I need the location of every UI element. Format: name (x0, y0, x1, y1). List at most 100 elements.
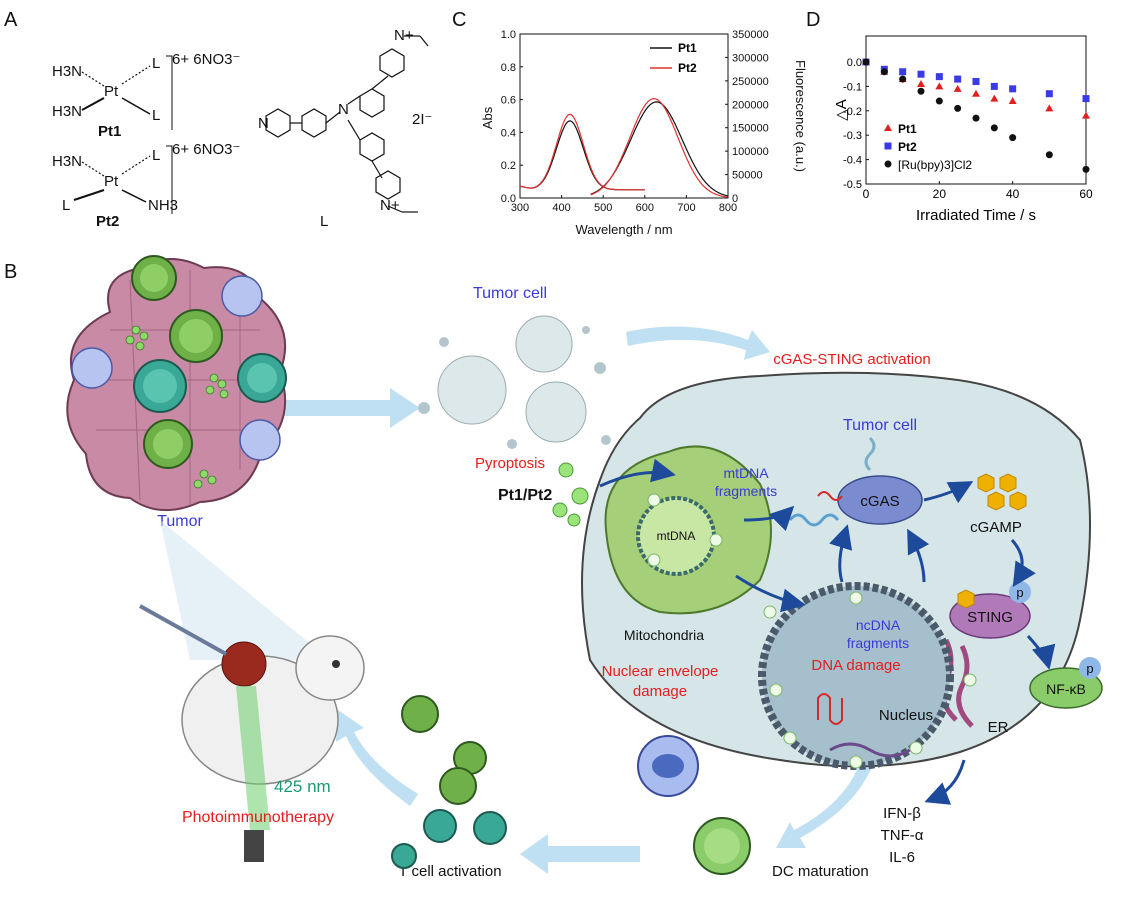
amine-nitrogen-label: N (338, 101, 349, 118)
h3n-label: H3N (52, 103, 82, 120)
data-point-circle (990, 124, 998, 132)
data-point-circle (954, 104, 962, 112)
dna-fragment (788, 513, 840, 527)
nfkb-label: NF-κB (1046, 681, 1086, 697)
nucleus-label: Nucleus (879, 707, 933, 724)
data-point-circle (880, 68, 888, 76)
pyridinium-ring (379, 48, 405, 78)
tumor-on-mouse (221, 641, 267, 687)
x-tick-label: 500 (594, 202, 612, 214)
data-point-triangle (917, 79, 925, 87)
abs-axis-label: Abs (480, 106, 495, 129)
data-point-triangle (935, 82, 944, 90)
data-point-triangle (990, 94, 999, 102)
bracket (166, 145, 173, 214)
sting-label: STING (967, 609, 1013, 626)
legend-label-pt1: Pt1 (678, 41, 697, 55)
x-tick-label: 300 (511, 202, 529, 214)
dendritic-cell (71, 347, 113, 389)
h3n-label: H3N (52, 63, 82, 80)
mouse-eye (332, 660, 340, 668)
bond (347, 95, 361, 105)
y2-tick-label: 350000 (732, 29, 769, 41)
dna-strand (864, 436, 876, 472)
data-point-square (1045, 90, 1053, 98)
tumor-cell-inner-label: Tumor cell (843, 417, 917, 434)
il6-label: IL-6 (889, 849, 915, 866)
x-tick-label: 60 (1079, 187, 1093, 201)
time-axis-label: Irradiated Time / s (916, 207, 1036, 224)
tumor-cell-top-label: Tumor cell (473, 285, 547, 302)
dendritic-cell (239, 419, 281, 461)
arrow-cytokine-release (924, 759, 966, 805)
bond (73, 189, 105, 201)
bond (371, 75, 389, 90)
flow-arrow-t-cell (520, 834, 640, 874)
x-tick-label: 700 (677, 202, 695, 214)
bond (121, 97, 151, 115)
y2-tick-label: 300000 (732, 52, 769, 64)
data-point-circle (1009, 134, 1017, 142)
pt1-label: Pt1 (98, 123, 121, 140)
pyridinium-ring (375, 170, 401, 200)
dc-maturation-label: DC maturation (772, 863, 869, 880)
tumor-illustration (66, 255, 287, 512)
panel-label-b: B (4, 261, 17, 283)
bond (121, 155, 151, 175)
arrow-pt-to-mito (599, 458, 676, 488)
data-point-square (954, 75, 962, 83)
pyridine-ring (265, 108, 291, 138)
pt2-label: Pt2 (96, 213, 119, 230)
abs-curve-pt1 (520, 120, 645, 191)
phospho-label: p (1086, 661, 1093, 676)
pyridinium-n-label: N+ (394, 27, 414, 44)
ligand-l-caption: L (320, 213, 328, 230)
y2-tick-label: 250000 (732, 76, 769, 88)
bond (347, 119, 361, 141)
wavelength-label: 425 nm (274, 777, 331, 796)
tumor-label: Tumor (157, 513, 203, 530)
bond (81, 71, 105, 87)
cgamp-bound (957, 589, 975, 609)
pyroptosis-label: Pyroptosis (475, 455, 545, 472)
mtdna-fragments-label-line1: mtDNA (723, 465, 769, 481)
wavelength-axis-label: Wavelength / nm (575, 222, 672, 237)
data-point-circle (935, 97, 943, 105)
legend-label-pt2: Pt2 (678, 61, 697, 75)
photostability-points (862, 58, 1090, 173)
tnf-alpha-label: TNF-α (881, 827, 924, 844)
delta-a-axis-label: △A (833, 99, 850, 121)
mtdna-label: mtDNA (657, 529, 696, 543)
arrow-fragments-to-cgas (907, 528, 930, 583)
charge-label: 6+ 6NO3⁻ (172, 141, 240, 158)
y-tick-label: 0.0 (847, 57, 862, 69)
bond (81, 161, 105, 177)
y2-tick-label: 200000 (732, 99, 769, 111)
data-point-square (1082, 95, 1090, 103)
abs-curve-pt2 (520, 113, 645, 191)
syringe (139, 604, 227, 656)
phenyl-ring (301, 108, 327, 138)
data-point-circle (1082, 165, 1090, 173)
x-tick-label: 800 (719, 202, 737, 214)
y-tick-label: 0.8 (501, 62, 516, 74)
nuclear-envelope-label-line2: damage (633, 683, 687, 700)
data-point-circle (899, 75, 907, 83)
y-tick-label: 0.2 (501, 160, 516, 172)
cell-teal-inner (143, 369, 177, 403)
mouse-illustration (139, 604, 365, 862)
plot-frame (865, 35, 1087, 185)
ligand-structure (265, 35, 429, 213)
pt-label: Pt (104, 173, 119, 190)
cgamp-molecules (977, 473, 1027, 511)
y-tick-label: 0.6 (501, 95, 516, 107)
structure-pt2: H3N Pt L L NH3 6+ 6NO3⁻ Pt2 (52, 141, 240, 230)
arrow-cgamp-to-sting (1010, 538, 1036, 588)
fluorescence-axis-label: Fluorescence (a.u.) (793, 60, 808, 172)
panel-label-c: C (452, 9, 466, 31)
mouse-head (295, 635, 365, 701)
